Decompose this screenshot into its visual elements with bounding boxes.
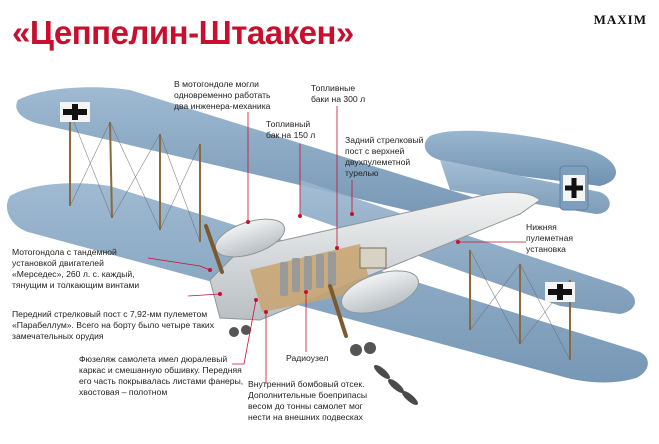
callout-front-gunner: Передний стрелковый пост с 7,92-мм пулем…: [12, 309, 215, 341]
callout-fuel-tank-150: Топливный бак на 150 л: [266, 119, 316, 140]
cross-insignia-tail: [563, 175, 585, 201]
callout-engine-nacelle: Мотогондола с тандемной установкой двига…: [12, 247, 140, 290]
callout-rear-gunner: Задний стрелковый пост с верхней двухпул…: [345, 135, 424, 178]
callout-radio: Радиоузел: [286, 353, 329, 363]
page-title: «Цеппелин-Штаакен»: [12, 14, 354, 51]
callout-lower-gun: Нижняя пулеметная установка: [526, 222, 574, 254]
callout-fuselage: Фюзеляж самолета имел дюралевый каркас и…: [79, 354, 244, 397]
upper-wing: [16, 87, 520, 221]
brand-logo: MAXIM: [593, 12, 647, 27]
cross-insignia-left: [60, 102, 90, 122]
callout-bomb-bay: Внутренний бомбовый отсек. Дополнительны…: [248, 379, 368, 422]
callout-engine-mechanics: В мотогондоле могли одновременно работат…: [174, 79, 271, 111]
callout-fuel-tanks-300: Топливные баки на 300 л: [311, 83, 366, 104]
cross-insignia-lower: [545, 282, 575, 302]
engine-nacelle-right: [341, 270, 419, 314]
